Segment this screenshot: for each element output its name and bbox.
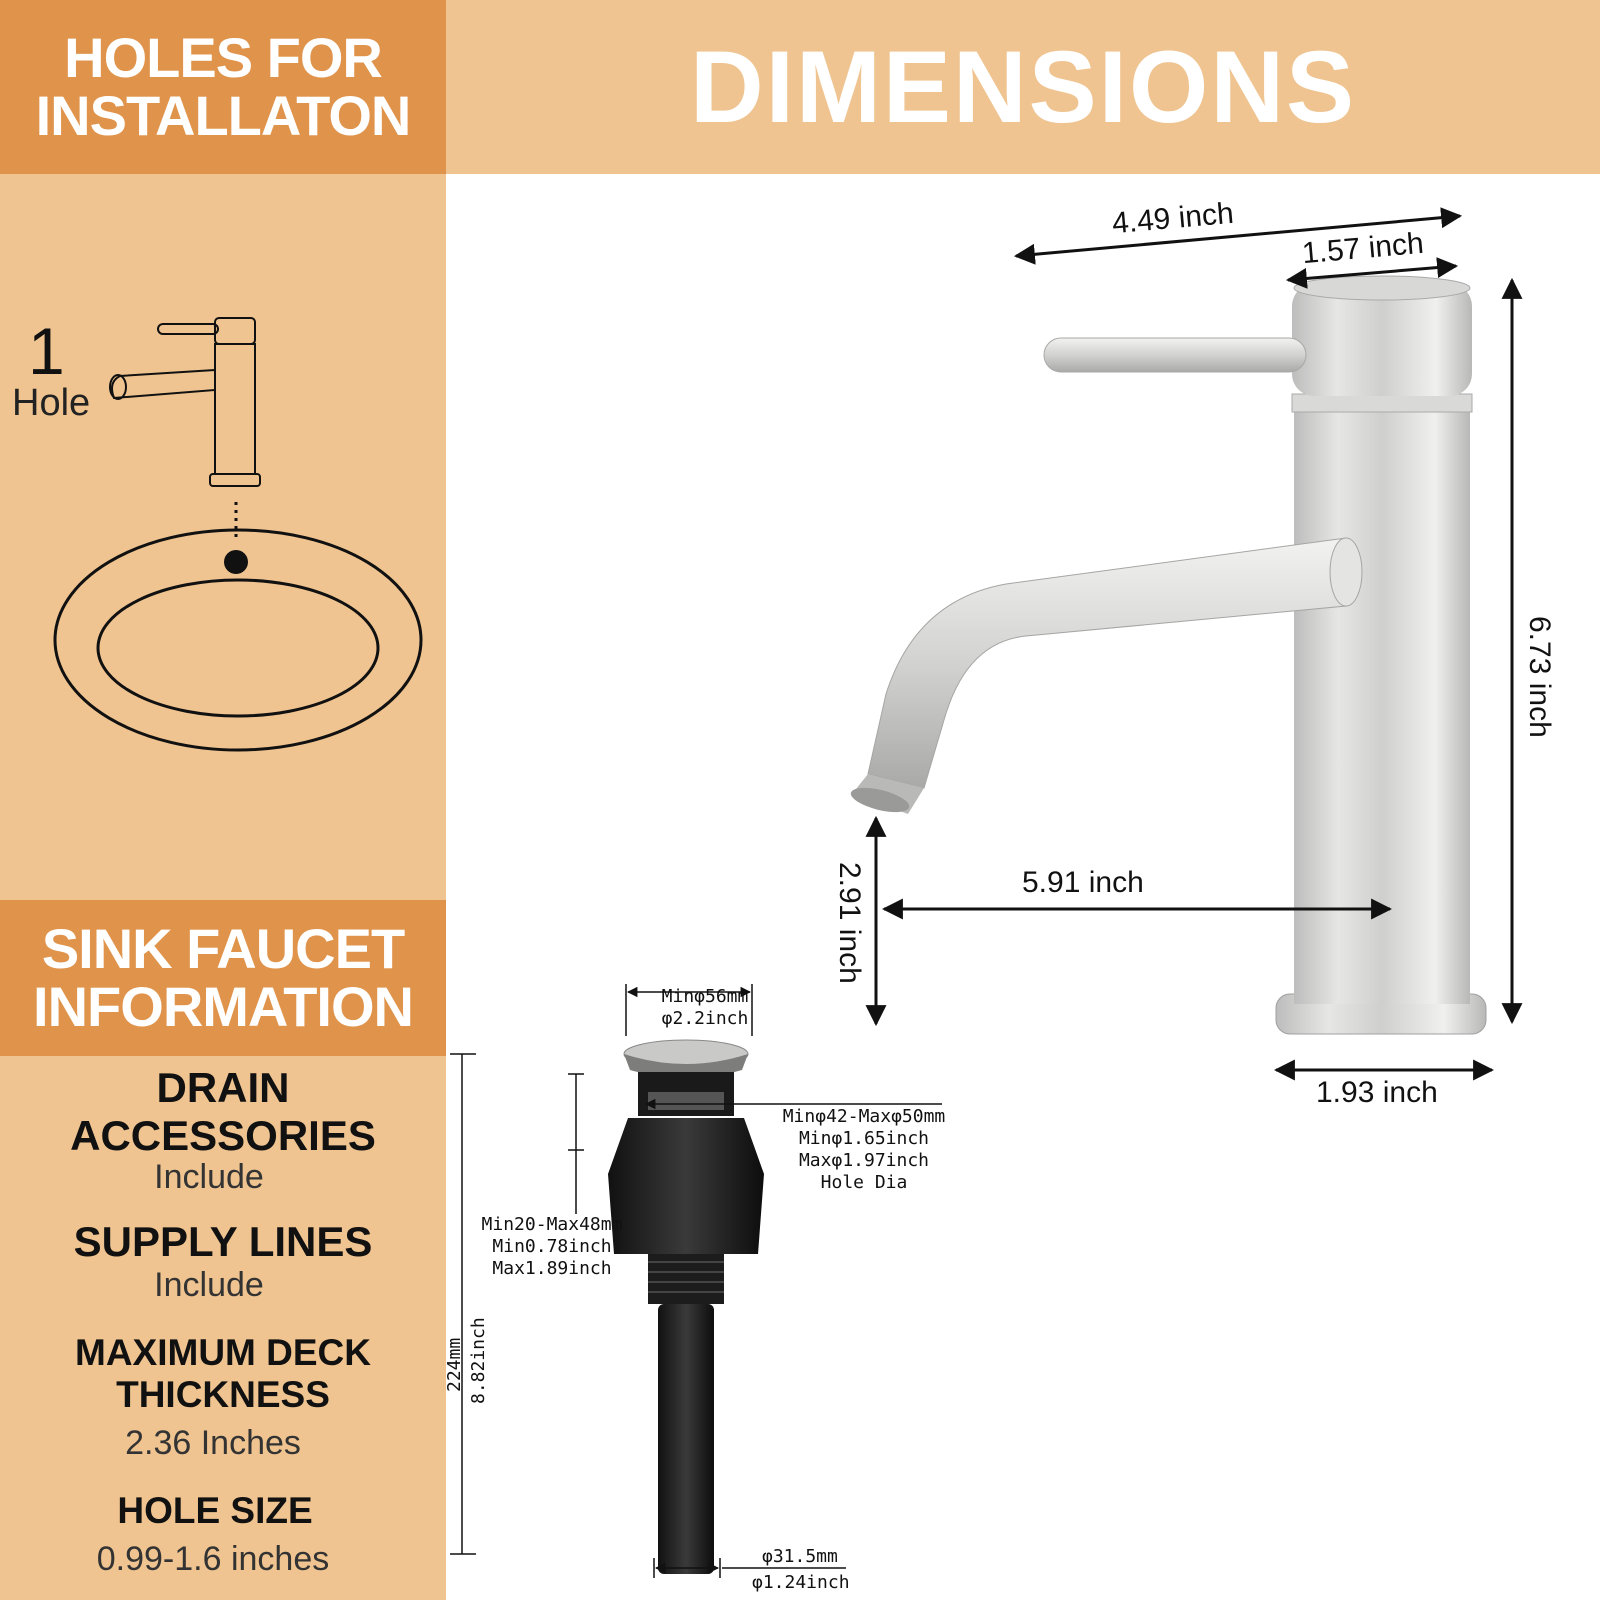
drain-top-inch: φ2.2inch xyxy=(661,1008,749,1029)
spout-reach-label: 5.91 inch xyxy=(1022,866,1144,899)
drain-hole-inch-min: Minφ1.65inch xyxy=(798,1128,930,1149)
spout-height-label: 2.91 inch xyxy=(833,862,866,984)
drain-value: Include xyxy=(154,1158,264,1196)
supply-title: SUPPLY LINES xyxy=(73,1218,373,1265)
drain-thread-inch-max: Max1.89inch xyxy=(492,1258,612,1279)
base-width-label: 1.93 inch xyxy=(1316,1076,1438,1109)
drain-hole-label: Minφ42-Maxφ50mm Minφ1.65inch Maxφ1.97inc… xyxy=(764,1106,964,1194)
hole-size-title: HOLE SIZE xyxy=(117,1490,313,1531)
drain-illustration xyxy=(608,1039,764,1574)
drain-top-mm: Minφ56mm xyxy=(661,986,749,1007)
deck-title-line2: THICKNESS xyxy=(116,1374,330,1415)
faucet-body xyxy=(850,275,1487,1035)
holes-title-line1: HOLES FOR xyxy=(64,26,383,89)
sink-title-line1: SINK FAUCET xyxy=(41,917,405,980)
sink-title-line2: INFORMATION xyxy=(33,975,414,1038)
drain-dim-lines xyxy=(450,984,942,1578)
deck-value: 2.36 Inches xyxy=(125,1424,301,1462)
holes-header: HOLES FOR INSTALLATON xyxy=(0,0,446,174)
drain-title: DRAIN ACCESSORIES xyxy=(0,1064,446,1160)
hole-size-value: 0.99-1.6 inches xyxy=(96,1540,330,1578)
drain-thread-mm: Min20-Max48mm xyxy=(481,1214,623,1235)
drain-hole-mm: Minφ42-Maxφ50mm xyxy=(782,1106,946,1127)
hole-count: 1 xyxy=(28,314,65,388)
drain-bottom-inch: φ1.24inch xyxy=(752,1572,850,1593)
drain-thread-inch-min: Min0.78inch xyxy=(492,1236,612,1257)
supply-value: Include xyxy=(154,1266,264,1304)
drain-thread-label: Min20-Max48mm Min0.78inch Max1.89inch xyxy=(474,1214,630,1280)
left-panel xyxy=(0,0,446,1600)
drain-length-mm: 224mm xyxy=(444,1337,465,1392)
drain-length-inch: 8.82inch xyxy=(468,1317,489,1404)
drain-bottom-mm: φ31.5mm xyxy=(762,1546,838,1567)
deck-title-line1: MAXIMUM DECK xyxy=(75,1332,371,1373)
height-label: 6.73 inch xyxy=(1523,616,1556,738)
faucet-illustration xyxy=(450,207,1523,1578)
basin-inner xyxy=(96,578,380,718)
drain-hole-dia: Hole Dia xyxy=(820,1172,908,1193)
holes-title-line2: INSTALLATON xyxy=(35,84,412,147)
drain-top-label: Minφ56mm φ2.2inch xyxy=(640,986,770,1030)
top-width-arrow xyxy=(1013,207,1463,265)
hole-dot-icon xyxy=(224,550,248,574)
drain-title-line2: ACCESSORIES xyxy=(70,1112,376,1159)
basin-outer xyxy=(53,528,423,752)
handle-width-arrow xyxy=(1285,257,1459,289)
faucet-sketch-icon xyxy=(109,317,261,487)
sink-hole-diagram xyxy=(53,317,423,752)
deck-title: MAXIMUM DECK THICKNESS xyxy=(0,1332,446,1416)
sink-info-header: SINK FAUCET INFORMATION xyxy=(0,900,446,1056)
hole-label: Hole xyxy=(12,382,91,424)
drain-title-line1: DRAIN xyxy=(156,1064,290,1111)
dimensions-header: DIMENSIONS xyxy=(446,0,1600,174)
drain-hole-inch-max: Maxφ1.97inch xyxy=(798,1150,930,1171)
